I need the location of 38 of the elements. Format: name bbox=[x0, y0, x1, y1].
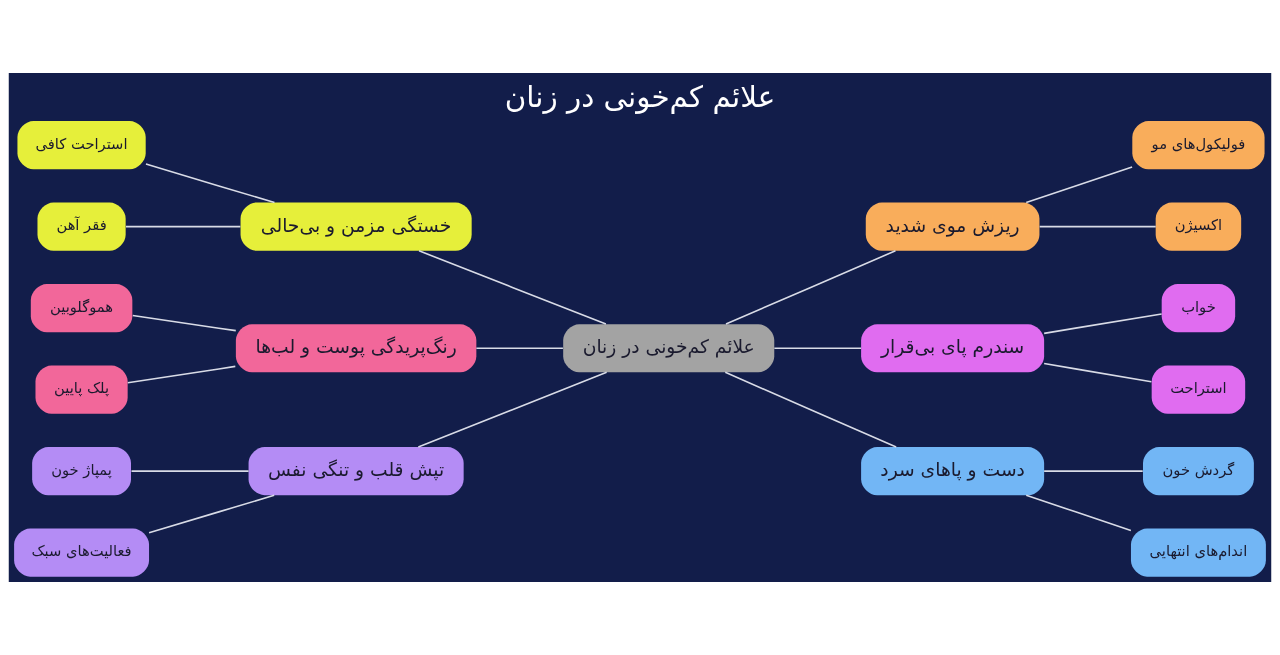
node-box: تپش قلب و تنگی نفس bbox=[248, 447, 464, 496]
connector bbox=[475, 347, 564, 349]
connector bbox=[724, 371, 897, 448]
node-box: استراحت bbox=[1151, 365, 1246, 414]
connector bbox=[130, 470, 250, 472]
connector bbox=[1025, 166, 1133, 204]
connector bbox=[417, 371, 608, 448]
node-box: استراحت کافی bbox=[17, 121, 146, 170]
connector bbox=[773, 347, 862, 349]
node-box: دست و پاهای سرد bbox=[861, 447, 1045, 496]
node-box: گردش خون bbox=[1143, 447, 1254, 496]
node-box: اندام‌های انتهایی bbox=[1130, 528, 1266, 577]
node-box: فولیکول‌های مو bbox=[1132, 121, 1265, 170]
node-box: فقر آهن bbox=[37, 202, 126, 251]
node-box: خستگی مزمن و بی‌حالی bbox=[240, 202, 472, 251]
diagram-title: علائم کم‌خونی در زنان bbox=[504, 80, 776, 115]
node-box: پمپاژ خون bbox=[32, 447, 131, 496]
connector bbox=[1038, 225, 1157, 228]
node-box: علائم کم‌خونی در زنان bbox=[563, 324, 775, 373]
node-box: خواب bbox=[1161, 284, 1236, 333]
node-box: ریزش موی شدید bbox=[865, 202, 1040, 251]
connector bbox=[132, 314, 237, 332]
connector bbox=[1043, 313, 1163, 335]
node-box: هموگلوبین bbox=[30, 284, 133, 333]
connector bbox=[125, 225, 242, 228]
node-box: رنگ‌پریدگی پوست و لب‌ها bbox=[235, 324, 477, 373]
connector bbox=[145, 163, 276, 204]
connector bbox=[1025, 494, 1132, 532]
node-box: فعالیت‌های سبک bbox=[14, 528, 150, 577]
connector bbox=[1043, 362, 1153, 383]
connector bbox=[1043, 470, 1144, 472]
connector bbox=[725, 249, 897, 325]
connector bbox=[418, 250, 607, 325]
connector bbox=[148, 494, 276, 534]
node-box: اکسیژن bbox=[1155, 202, 1242, 251]
node-box: پلک پایین bbox=[35, 365, 128, 414]
connector bbox=[127, 365, 237, 384]
node-box: سندرم پای بی‌قرار bbox=[861, 324, 1045, 373]
